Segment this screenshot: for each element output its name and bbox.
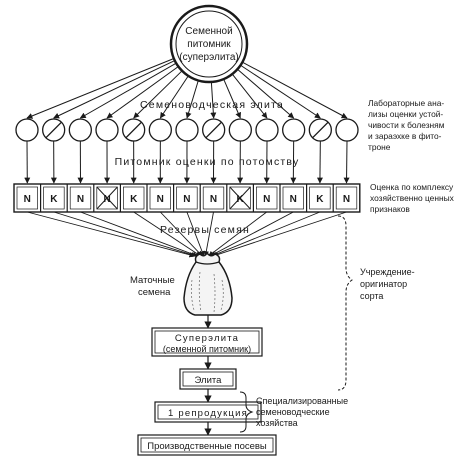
superelite-box: Суперэлита (семенной питомник) — [152, 328, 262, 356]
elite-circle — [16, 119, 38, 141]
elite-to-progeny-arrow — [347, 141, 348, 183]
production-box-label: Производственные посевы — [147, 441, 267, 452]
seed-nursery-node: Семенной питомник (суперэлита) — [171, 6, 247, 82]
reproduction-box-label: 1 репродукция — [168, 408, 248, 419]
progeny-cell-label: N — [103, 194, 110, 205]
progeny-cell-label: N — [24, 194, 31, 205]
note-line: троне — [368, 142, 391, 152]
progeny-cell-label: K — [236, 194, 244, 205]
elite-circle — [123, 119, 145, 141]
progeny-cell-label: K — [130, 194, 138, 205]
elite-circle — [176, 119, 198, 141]
lab-analysis-note: Лабораторные ана-лизы оценки устой-чивос… — [368, 98, 445, 152]
elite-label: Семеноводческая элита — [140, 99, 284, 111]
note-line: хозяйственно ценных — [370, 193, 455, 203]
note-line: хозяйства — [256, 418, 298, 428]
elite-circle — [43, 119, 65, 141]
production-box: Производственные посевы — [138, 435, 276, 455]
note-line: Лабораторные ана- — [368, 98, 444, 108]
elite-box-label: Элита — [195, 375, 223, 386]
progeny-cell-label: N — [290, 194, 297, 205]
superelite-line2: (семенной питомник) — [163, 344, 251, 354]
elite-circle — [229, 119, 251, 141]
note-line: чивости к болезням — [368, 120, 445, 130]
superelite-line1: Суперэлита — [175, 333, 239, 344]
seed-bag-icon — [184, 253, 232, 315]
elite-circle — [69, 119, 91, 141]
note-line: Учреждение- — [360, 267, 415, 277]
mother-seeds-line2: семена — [138, 287, 171, 298]
note-line: Оценка по комплексу — [370, 182, 454, 192]
note-line: Специализированные — [256, 396, 348, 406]
nursery-label-line2: питомник — [187, 39, 231, 50]
elite-circle — [283, 119, 305, 141]
progeny-cell-label: N — [77, 194, 84, 205]
note-line: оригинатор — [360, 279, 407, 289]
note-line: лизы оценки устой- — [368, 109, 443, 119]
progeny-cell-label: N — [157, 194, 164, 205]
elite-circle — [149, 119, 171, 141]
mother-seeds-line1: Маточные — [130, 275, 175, 286]
specialized-farms-note: Специализированныесеменоводческиехозяйст… — [256, 396, 348, 428]
progeny-cell-label: N — [343, 194, 350, 205]
elite-circle — [336, 119, 358, 141]
progeny-cell-label: N — [263, 194, 270, 205]
fan-arrow — [160, 76, 188, 118]
progeny-cell-label: K — [316, 194, 324, 205]
note-line: признаков — [370, 204, 410, 214]
nursery-label-line1: Семенной — [185, 26, 232, 37]
elite-circles-row — [16, 119, 358, 141]
progeny-cell-label: N — [210, 194, 217, 205]
elite-circle — [256, 119, 278, 141]
originator-brace — [338, 216, 352, 390]
note-line: и зараэхке в фито- — [368, 131, 442, 141]
elite-box: Элита — [180, 369, 236, 389]
note-line: семеноводческие — [256, 407, 330, 417]
elite-circle — [96, 119, 118, 141]
note-line: сорта — [360, 291, 383, 301]
elite-circle — [203, 119, 225, 141]
reproduction-box: 1 репродукция — [155, 402, 261, 422]
progeny-cell-label: N — [183, 194, 190, 205]
nursery-label-line3: (суперэлита) — [179, 52, 239, 63]
elite-circle — [309, 119, 331, 141]
progeny-label: Питомник оценки по потомству — [115, 156, 300, 168]
progeny-cell-label: K — [50, 194, 58, 205]
originator-institution-note: Учреждение-оригинатор сорта — [360, 267, 415, 301]
